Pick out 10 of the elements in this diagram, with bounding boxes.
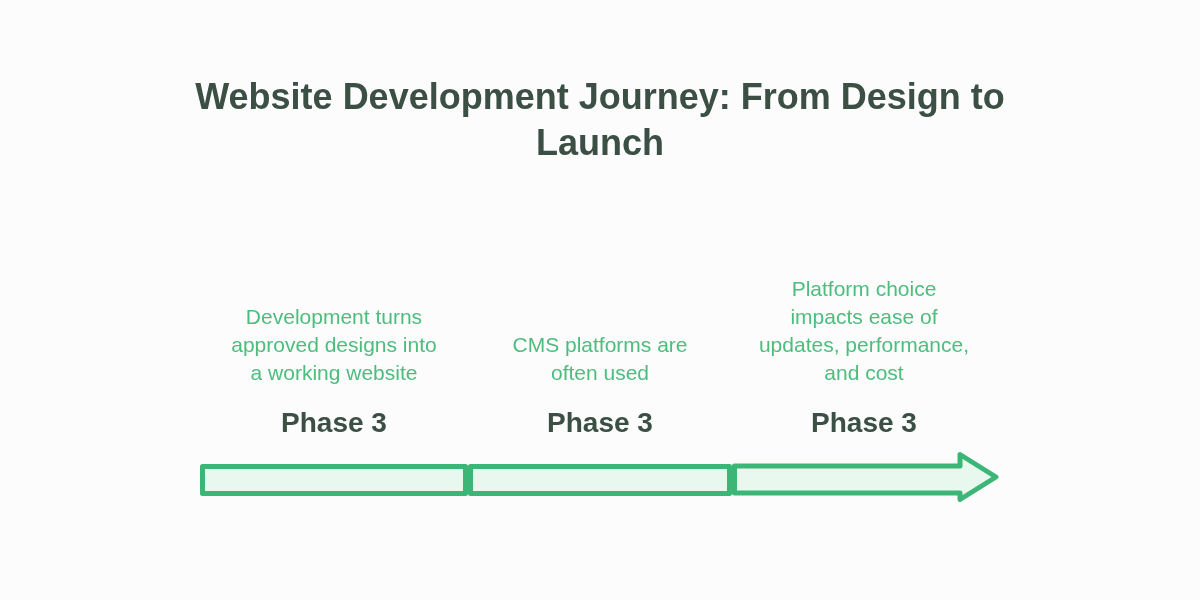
arrow-segment [200, 463, 468, 496]
arrow-segment [468, 463, 732, 496]
phase-label: Phase 3 [547, 406, 653, 440]
arrow-head-segment [732, 452, 1000, 502]
diagram-title: Website Development Journey: From Design to Launch [194, 75, 1006, 165]
phase-label: Phase 3 [811, 406, 917, 440]
description-text: Platform choice impacts ease of updates, performance, and cost [757, 276, 971, 386]
description-text: CMS platforms are often used [511, 332, 689, 386]
phase-label: Phase 3 [281, 406, 387, 440]
description-text: Development turns approved designs into a working website [230, 304, 438, 386]
